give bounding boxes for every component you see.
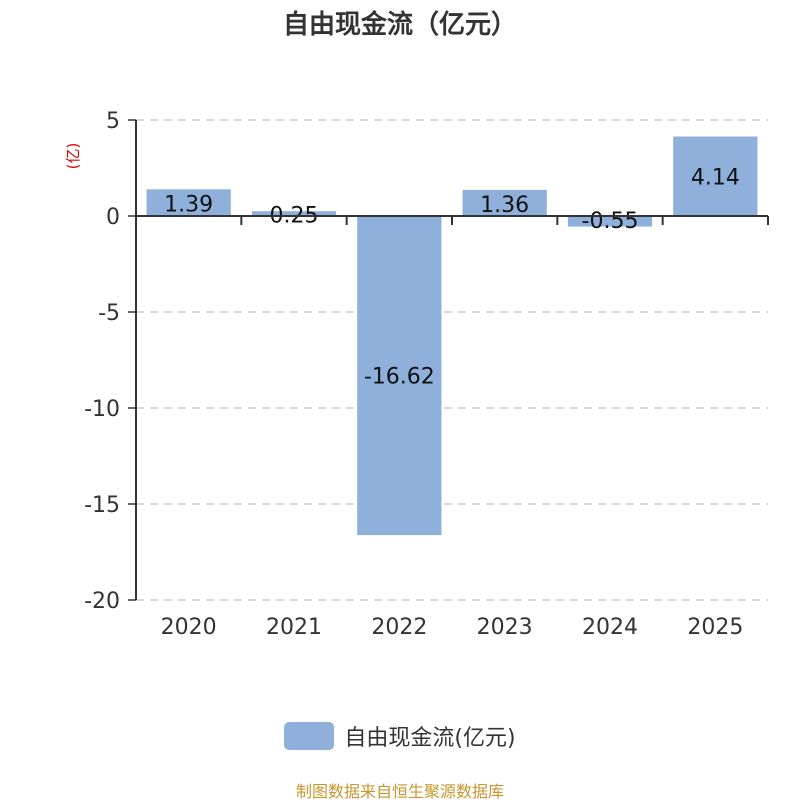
x-tick-label: 2021 — [266, 615, 322, 640]
legend-swatch[interactable] — [284, 722, 335, 750]
data-label: 1.39 — [164, 193, 213, 218]
bar-2024[interactable] — [567, 216, 653, 227]
bar-2020[interactable] — [146, 189, 231, 216]
y-tick-label: 0 — [106, 205, 120, 230]
y-tick-label: -15 — [84, 493, 120, 518]
data-label: 1.36 — [480, 193, 529, 218]
y-tick-label: -20 — [84, 589, 120, 614]
y-axis-unit-label: (亿) — [64, 143, 82, 170]
data-label: -16.62 — [364, 365, 435, 390]
bar-2023[interactable] — [462, 189, 547, 216]
data-label: -0.55 — [582, 209, 639, 234]
bar-2025[interactable] — [673, 136, 758, 216]
legend-label[interactable]: 自由现金流(亿元) — [344, 726, 516, 751]
chart-title: 自由现金流（亿元） — [282, 10, 517, 40]
y-tick-label: -10 — [84, 397, 120, 422]
data-label: 4.14 — [691, 165, 740, 190]
x-tick-label: 2024 — [582, 615, 638, 640]
x-tick-label: 2020 — [161, 615, 217, 640]
y-tick-label: 5 — [106, 109, 120, 134]
x-tick-label: 2023 — [477, 615, 533, 640]
x-tick-label: 2022 — [371, 615, 427, 640]
legend: 自由现金流(亿元) — [0, 720, 800, 752]
bar-2022[interactable] — [357, 216, 442, 536]
bar-2021[interactable] — [251, 211, 337, 216]
source-note: 制图数据来自恒生聚源数据库 — [295, 782, 504, 801]
x-tick-label: 2025 — [687, 615, 743, 640]
y-tick-label: -5 — [98, 301, 120, 326]
